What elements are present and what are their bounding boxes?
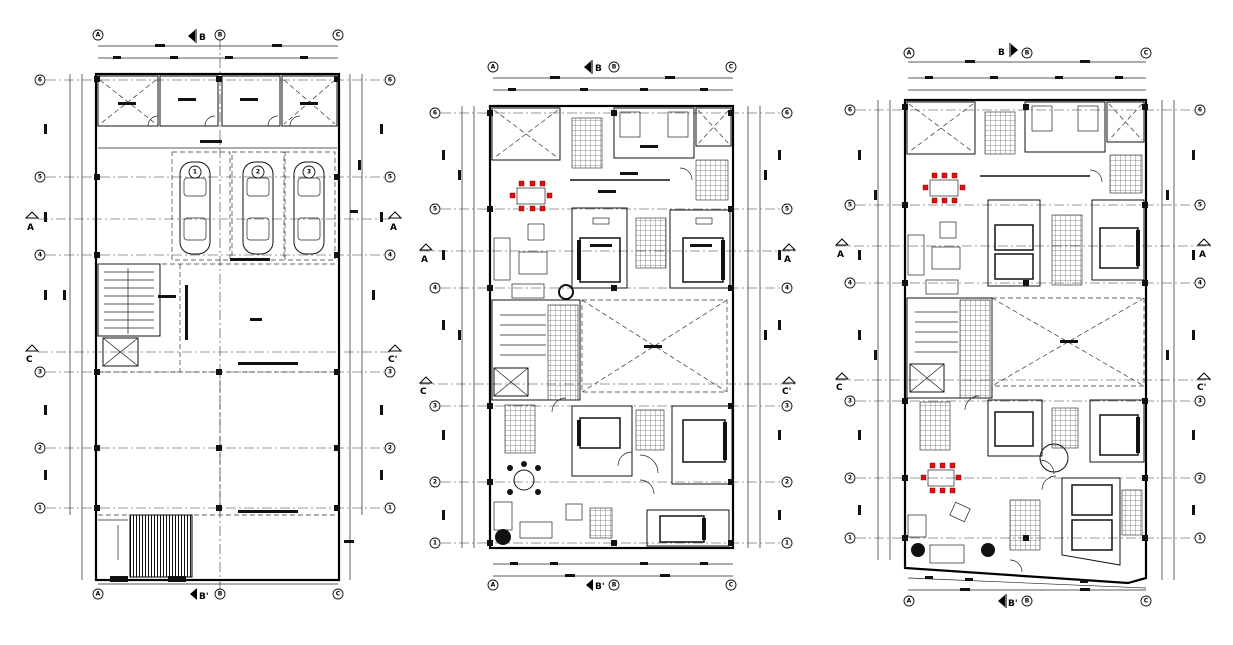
svg-text:4: 4 <box>388 252 392 259</box>
svg-text:B: B <box>1025 598 1030 605</box>
svg-text:A: A <box>96 591 101 598</box>
svg-text:B: B <box>1025 50 1030 57</box>
svg-text:A: A <box>421 255 428 265</box>
svg-text:6: 6 <box>388 77 392 84</box>
svg-text:A: A <box>491 582 496 589</box>
svg-text:6: 6 <box>1198 107 1202 114</box>
dining-set-3b <box>920 462 962 494</box>
svg-text:A: A <box>491 64 496 71</box>
svg-text:1: 1 <box>388 505 392 512</box>
plan-ground-floor: A B C B 6 5 4 3 2 1 <box>24 29 403 602</box>
svg-text:1: 1 <box>38 505 42 512</box>
svg-text:2: 2 <box>388 445 392 452</box>
svg-text:1: 1 <box>785 540 789 547</box>
svg-text:3: 3 <box>848 398 852 405</box>
section-marker-b-bottom-2: B' <box>586 579 605 592</box>
svg-text:C: C <box>729 64 734 71</box>
section-marker-b-bottom-3: B' <box>998 594 1018 609</box>
svg-text:B: B <box>998 48 1005 58</box>
section-marker-b-top: B <box>188 29 206 43</box>
svg-text:A: A <box>96 32 101 39</box>
svg-text:1: 1 <box>848 535 852 542</box>
svg-text:1: 1 <box>433 540 437 547</box>
car-1: 1 <box>179 161 211 255</box>
svg-text:B: B <box>218 591 223 598</box>
dining-set-2 <box>509 180 553 212</box>
grid-bubbles-rows: 6 5 4 3 2 1 6 5 4 3 2 1 <box>34 74 396 514</box>
svg-text:6: 6 <box>433 110 437 117</box>
svg-text:1: 1 <box>1198 535 1202 542</box>
dining-set-3a <box>922 172 966 204</box>
svg-text:C: C <box>729 582 734 589</box>
svg-text:A: A <box>1199 250 1206 260</box>
svg-text:C: C <box>1144 598 1149 605</box>
svg-text:B: B <box>595 64 602 74</box>
grid-bubbles-top: A B C <box>92 29 344 41</box>
svg-text:B': B' <box>595 582 605 592</box>
svg-text:A: A <box>784 255 791 265</box>
svg-text:5: 5 <box>1198 202 1202 209</box>
svg-text:A: A <box>390 223 397 233</box>
svg-text:3: 3 <box>388 369 392 376</box>
svg-text:C: C <box>836 383 843 393</box>
svg-text:3: 3 <box>785 403 789 410</box>
svg-text:4: 4 <box>1198 280 1202 287</box>
svg-text:5: 5 <box>38 174 42 181</box>
svg-text:B': B' <box>199 592 209 602</box>
svg-text:C': C' <box>782 387 791 397</box>
svg-text:4: 4 <box>433 285 437 292</box>
grid-bubbles-rows-2: 6 5 4 3 2 1 6 5 4 3 2 1 <box>429 107 793 549</box>
svg-text:5: 5 <box>785 206 789 213</box>
section-marker-b-bottom: B' <box>190 588 209 602</box>
svg-text:B: B <box>218 32 223 39</box>
section-markers-sides-3: A C A C' <box>834 238 1212 393</box>
svg-text:A: A <box>27 223 34 233</box>
car-2: 2 <box>242 161 274 255</box>
svg-text:C: C <box>1144 50 1149 57</box>
svg-text:5: 5 <box>388 174 392 181</box>
svg-text:C': C' <box>388 355 397 365</box>
svg-text:1: 1 <box>193 169 197 176</box>
svg-text:2: 2 <box>1198 475 1202 482</box>
section-marker-b-top-3: B <box>998 43 1018 58</box>
svg-text:6: 6 <box>785 110 789 117</box>
svg-text:2: 2 <box>785 479 789 486</box>
svg-text:C: C <box>336 32 341 39</box>
svg-text:C': C' <box>1197 383 1206 393</box>
svg-text:5: 5 <box>848 202 852 209</box>
svg-text:2: 2 <box>848 475 852 482</box>
svg-text:A: A <box>907 598 912 605</box>
svg-text:2: 2 <box>256 169 260 176</box>
svg-text:A: A <box>837 250 844 260</box>
svg-text:A: A <box>907 50 912 57</box>
parking-stalls: 1 2 3 <box>171 140 336 261</box>
svg-text:3: 3 <box>1198 398 1202 405</box>
plan-upper-floor: A B C B 6 5 4 3 2 1 6 5 4 3 2 <box>834 43 1214 609</box>
svg-text:4: 4 <box>38 252 42 259</box>
svg-text:3: 3 <box>307 169 311 176</box>
svg-text:6: 6 <box>38 77 42 84</box>
svg-text:B': B' <box>1008 599 1018 609</box>
svg-text:B: B <box>612 64 617 71</box>
svg-text:C: C <box>26 355 33 365</box>
svg-text:2: 2 <box>433 479 437 486</box>
svg-text:2: 2 <box>38 445 42 452</box>
svg-text:3: 3 <box>433 403 437 410</box>
plan-typical-floor: A B C B 6 5 4 3 2 1 6 5 4 3 2 <box>418 60 797 592</box>
section-marker-b-top-2: B <box>584 60 602 74</box>
svg-text:3: 3 <box>38 369 42 376</box>
svg-text:6: 6 <box>848 107 852 114</box>
svg-text:B: B <box>612 582 617 589</box>
svg-text:B: B <box>199 33 206 43</box>
svg-text:4: 4 <box>785 285 789 292</box>
svg-text:4: 4 <box>848 280 852 287</box>
section-markers-sides-2: A C A C' <box>418 243 797 397</box>
svg-text:C: C <box>336 591 341 598</box>
svg-text:C: C <box>420 387 427 397</box>
grid-bubbles-rows-3: 6 5 4 3 2 1 6 5 4 3 2 1 <box>844 104 1206 544</box>
section-markers-sides: A C A C' <box>24 211 403 365</box>
svg-text:5: 5 <box>433 206 437 213</box>
car-3: 3 <box>293 161 325 255</box>
